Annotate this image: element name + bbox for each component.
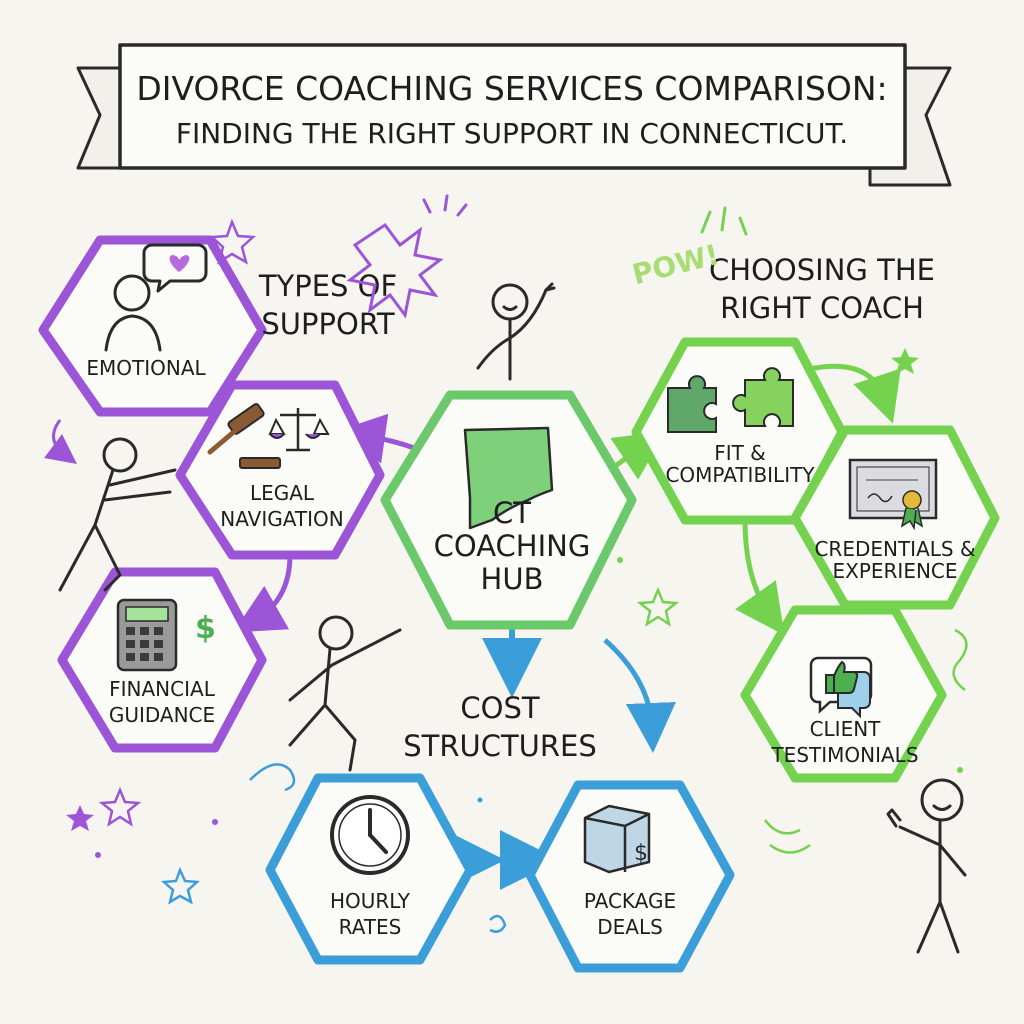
calculator-dollar-icon: $ <box>116 598 216 672</box>
arrow-cost-to-package <box>603 638 676 753</box>
hourly-label-line-1: HOURLY <box>330 889 411 913</box>
fit-label-line-1: FIT & <box>714 441 766 465</box>
financial-label-line-2: GUIDANCE <box>109 703 215 727</box>
star-icon <box>636 586 680 627</box>
emotional-label: EMOTIONAL <box>86 356 206 380</box>
credentials-label-line-2: EXPERIENCE <box>832 559 957 583</box>
testimonials-label-line-1: CLIENT <box>810 717 882 741</box>
package-label-line-2: DEALS <box>597 915 663 939</box>
hourly-label-line-2: RATES <box>339 915 402 939</box>
legal-label-line-2: NAVIGATION <box>220 507 343 531</box>
star-icon <box>160 866 201 905</box>
hex-legal: LEGAL NAVIGATION <box>175 380 385 560</box>
star-icon <box>891 348 919 374</box>
stick-figure-dancing-icon <box>288 615 402 772</box>
fit-label-line-2: COMPATIBILITY <box>665 463 815 487</box>
connecticut-map-icon <box>463 426 554 530</box>
certificate-icon <box>848 458 938 531</box>
star-icon <box>98 786 142 827</box>
title-line-1: DIVORCE COACHING SERVICES COMPARISON: <box>136 69 887 108</box>
stick-figure-pushing-icon <box>58 437 177 592</box>
package-label-line-1: PACKAGE <box>584 889 676 913</box>
clock-icon <box>330 795 410 875</box>
star-icon <box>208 218 257 265</box>
coach-heading-line-1: CHOOSING THE <box>709 253 935 287</box>
testimonials-label-line-2: TESTIMONIALS <box>770 743 918 767</box>
decorative-doodles <box>43 194 968 933</box>
star-icon <box>66 805 94 831</box>
cost-heading-line-1: COST <box>460 691 539 725</box>
stick-figure-waving-icon <box>476 282 556 381</box>
gavel-scales-icon <box>207 403 330 469</box>
hub-label-line-3: HUB <box>481 562 544 596</box>
hub-label-line-1: CT <box>493 496 531 530</box>
burst-icon <box>346 222 444 319</box>
coach-heading-line-2: RIGHT COACH <box>720 291 924 325</box>
thumbs-up-chat-icon <box>809 656 873 719</box>
hex-hourly: HOURLY RATES <box>265 773 475 965</box>
svg-text:$: $ <box>634 841 648 866</box>
hex-credentials: CREDENTIALS & EXPERIENCE <box>790 425 1000 610</box>
hex-ct-hub: CT COACHING HUB <box>380 390 637 630</box>
svg-text:$: $ <box>195 611 216 646</box>
title-banner: DIVORCE COACHING SERVICES COMPARISON: FI… <box>76 43 952 187</box>
hex-emotional: EMOTIONAL <box>38 235 267 417</box>
stick-figure-thumbs-up-icon <box>886 778 967 954</box>
title-line-2: FINDING THE RIGHT SUPPORT IN CONNECTICUT… <box>176 117 848 150</box>
hex-testimonials: CLIENT TESTIMONIALS <box>740 605 947 783</box>
puzzle-pieces-icon <box>667 367 794 433</box>
credentials-label-line-1: CREDENTIALS & <box>814 537 975 561</box>
legal-label-line-1: LEGAL <box>250 481 315 505</box>
box-dollar-icon: $ <box>583 804 651 874</box>
arrow-fit-to-testimonials <box>735 519 785 636</box>
heart-speech-person-icon <box>104 243 208 352</box>
hub-label-line-2: COACHING <box>434 529 591 563</box>
hex-financial: $ FINANCIAL GUIDANCE <box>57 567 267 753</box>
financial-label-line-1: FINANCIAL <box>109 677 216 701</box>
support-heading-line-2: SUPPORT <box>261 307 394 341</box>
arrow-fit-to-credentials <box>804 363 901 424</box>
cost-heading-line-2: STRUCTURES <box>403 729 597 763</box>
hex-fit: FIT & COMPATIBILITY <box>631 337 847 525</box>
arrow-legal-to-financial <box>233 554 293 633</box>
hex-package: $ PACKAGE DEALS <box>525 780 735 973</box>
